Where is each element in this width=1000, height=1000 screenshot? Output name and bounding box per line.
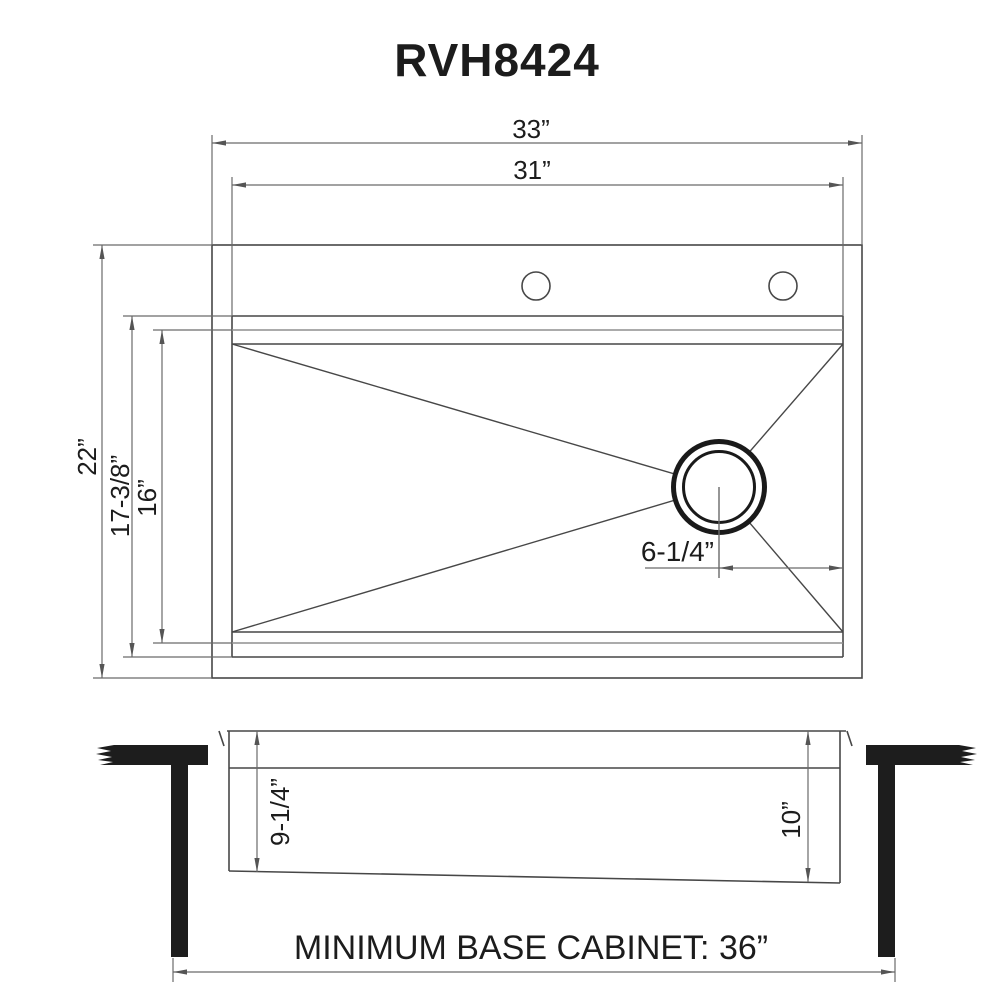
dim-label-basin-depth-inner: 16”	[132, 479, 162, 517]
slope-line-topleft	[231, 343, 720, 488]
dimension-22	[93, 244, 212, 679]
dim-label-cutout-width: 31”	[513, 155, 551, 185]
sink-bottom-sloped	[228, 870, 841, 884]
countertop-right	[866, 745, 977, 765]
dimension-31	[231, 177, 844, 316]
dim-label-drain-offset: 6-1/4”	[641, 536, 714, 567]
dim-label-overall-width: 33”	[512, 114, 550, 144]
rim-lip-left	[218, 730, 225, 747]
min-base-cabinet-label: MINIMUM BASE CABINET: 36”	[294, 929, 768, 967]
dimension-16	[153, 329, 232, 644]
faucet-hole-right	[768, 271, 798, 301]
dim-label-basin-depth-outer: 17-3/8”	[105, 455, 135, 537]
cabinet-side-right	[878, 765, 895, 957]
page-title: RVH8424	[394, 34, 600, 86]
dimension-17-3-8	[123, 315, 232, 658]
sink-outer-rim	[211, 244, 863, 679]
drain	[671, 439, 767, 578]
dim-label-bowl-depth-right: 10”	[776, 801, 806, 839]
dimension-33	[211, 135, 863, 245]
cabinet-side-left	[171, 765, 188, 957]
side-view: 9-1/4” 10” MINIMUM BASE CABINET: 36”	[96, 730, 977, 982]
dimension-36	[172, 958, 896, 982]
countertop-left	[96, 745, 208, 765]
faucet-hole-left	[521, 271, 551, 301]
top-view: 33” 31” 22” 17-3/8” 16” 6-1/4”	[72, 114, 863, 679]
dim-label-overall-depth: 22”	[72, 438, 102, 476]
slope-line-bottomleft	[231, 486, 720, 633]
rim-lip-right	[846, 730, 853, 747]
dim-label-bowl-depth-left: 9-1/4”	[265, 778, 295, 846]
